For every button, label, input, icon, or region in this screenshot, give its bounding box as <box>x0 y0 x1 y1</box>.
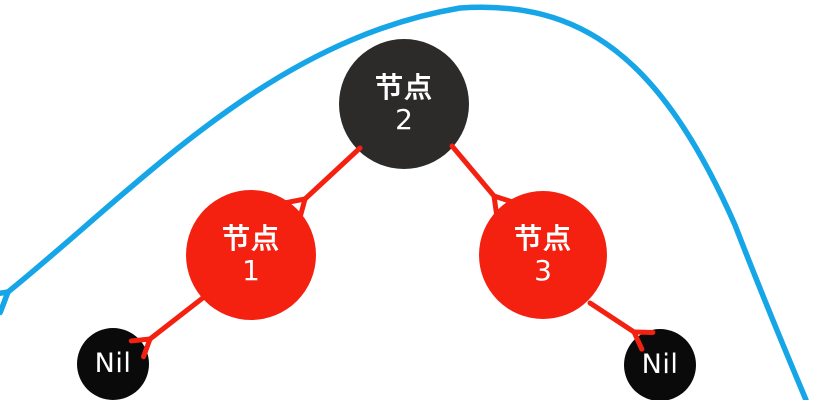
edge-root-to-right-child <box>449 143 515 218</box>
node-label: Nil <box>94 348 132 380</box>
node-value: 2 <box>395 103 413 136</box>
node-label: Nil <box>641 349 679 381</box>
tree-node-left-child: 节点 1 <box>186 190 316 320</box>
node-value: 1 <box>242 254 260 287</box>
tree-node-nil-right: Nil <box>624 329 696 400</box>
node-value: 3 <box>534 254 552 287</box>
edge-root-to-left-child <box>283 145 363 220</box>
tree-node-nil-left: Nil <box>77 328 149 400</box>
node-label: 节点 <box>513 221 572 255</box>
edge-left-child-to-nil <box>128 294 207 360</box>
node-label: 节点 <box>374 70 433 104</box>
edge-right-child-to-nil <box>587 300 656 352</box>
tree-node-right-child: 节点 3 <box>479 191 607 319</box>
tree-node-root: 节点 2 <box>339 39 469 169</box>
node-label: 节点 <box>221 221 280 255</box>
